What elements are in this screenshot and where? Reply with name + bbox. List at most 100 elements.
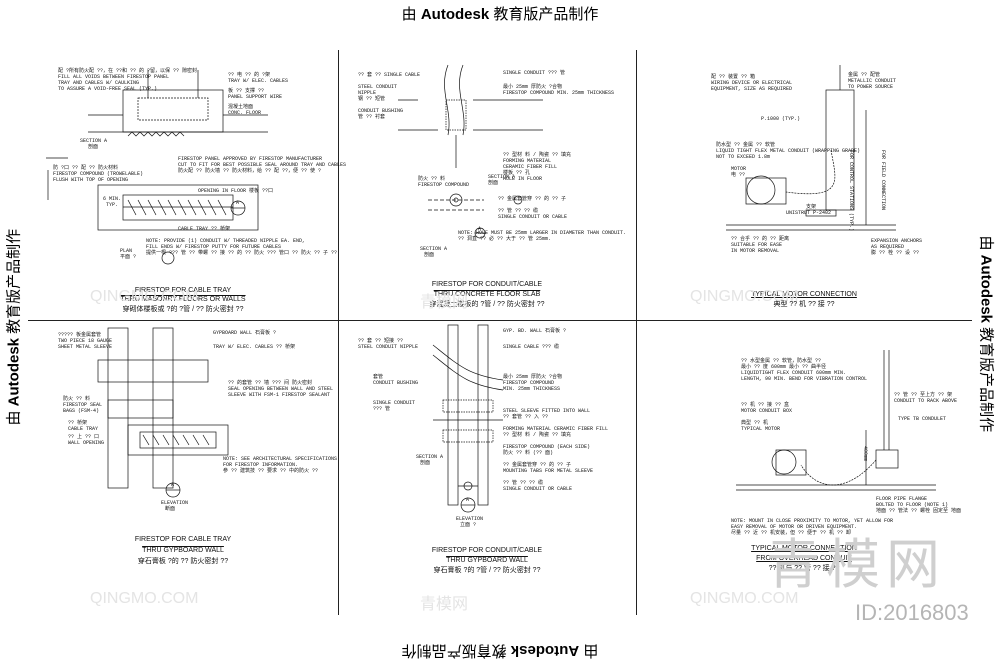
note: ?? 桥架	[68, 420, 88, 426]
note: CABLE TRAY ?? 桥架	[178, 226, 231, 232]
note: ?? 套管 ?? 入 ??	[503, 414, 549, 420]
detail-typical-motor-connection: 配 ?? 装置 ?? 箱 WIRING DEVICE OR ELECTRICAL…	[636, 50, 972, 320]
detail-subtitle: THRU CONCRETE FLOOR SLAB	[433, 291, 541, 298]
note: STEEL CONDUIT NIPPLE	[358, 344, 419, 350]
motor-connection-drawing	[726, 65, 896, 231]
detail-title: FIRESTOP FOR CABLE TRAY	[134, 287, 232, 294]
note: MOUNTING TABS FOR METAL SLEEVE	[503, 468, 594, 474]
note: 最小 ?? 度 600mm 最小 ?? 曲半径	[741, 364, 827, 370]
note: 400mm	[862, 446, 868, 462]
note: 尽量 ?? 近 ?? 机安装，但 ?? 便于 ?? 机 ?? 卸	[731, 530, 852, 536]
note: CONDUIT BUSHING	[373, 380, 419, 386]
note: 防火 ?? 料	[418, 176, 446, 182]
note: EQUIPMENT, SIZE AS REQUIRED	[711, 86, 793, 92]
note: CONDUIT TO RACK ABOVE	[894, 398, 958, 404]
note: 立面 ?	[460, 522, 477, 528]
note: TO ASSURE A VOID-FREE SEAL (TYP.)	[58, 86, 158, 92]
note: EASY REMOVAL OF MOTOR OR DRIVEN EQUIPMEN…	[731, 524, 858, 530]
autodesk-stamp-right: 由 Autodesk 教育版产品制作	[977, 235, 995, 433]
note: ?? 套 ?? 短接 ??	[358, 338, 404, 344]
note: NOTE: HOLE MUST BE 25mm LARGER IN DIAMET…	[458, 230, 627, 236]
note: MOTOR CONDUIT BOX	[741, 408, 793, 414]
note: SHEET METAL SLEEVE	[58, 344, 113, 350]
note: UNISTRUT P-2402	[786, 210, 832, 216]
note: TYP.	[106, 202, 119, 208]
detail-motor-overhead-conduit: ?? 水型金属 ?? 软管，防水型 ?? 最小 ?? 度 600mm 最小 ??…	[636, 320, 972, 615]
note: ?? 管 ?? ?? 缆	[498, 208, 539, 214]
note: 配 ?所有防火配 ??，在 ??和 ?? 的 ?留，以保 ?? 隙密封	[58, 68, 198, 74]
note: FIRESTOP COMPOUND (TROWELABLE)	[53, 171, 144, 177]
note: ELEVATION	[456, 516, 484, 522]
note: ????? 板金属套管	[58, 332, 102, 338]
detail-title-cn: ?? 机与 ?? 管 ?? 接 ??	[768, 565, 840, 572]
note: HOLE IN FLOOR	[503, 176, 543, 182]
note: BOLTED TO FLOOR (NOTE 1)	[876, 502, 949, 508]
note: LIQUID TIGHT FLEX METAL CONDUIT (WRAPPIN…	[716, 148, 861, 154]
detail-title-cn: 典型 ?? 机 ?? 接 ??	[773, 301, 835, 308]
note: TO POWER SOURCE	[848, 84, 894, 90]
note: PANEL SUPPORT WIRE	[228, 94, 283, 100]
note: GYP. BD. WALL 石膏板 ?	[503, 328, 567, 334]
note: A	[236, 200, 240, 206]
note: WALL OPENING	[68, 440, 105, 446]
watermark-brand-large: 青模网	[766, 535, 946, 595]
note: AS REQUIRED	[871, 244, 905, 250]
note: 剖面	[424, 252, 435, 258]
note: ?? 水型金属 ?? 软管，防水型 ??	[741, 358, 822, 364]
detail-title-cn: 穿混凝土楼板的 ?管 / ?? 防火密封 ??	[429, 301, 545, 308]
panel-divider	[636, 50, 637, 615]
note: SINGLE CONDUIT	[373, 400, 416, 406]
note: CUT TO FIT FOR BEST POSSIBLE SEAL AROUND…	[178, 162, 347, 168]
note: ?? 套 ?? SINGLE CABLE	[358, 72, 421, 78]
note: A	[171, 482, 175, 488]
note: 管 ?? 衬套	[358, 114, 386, 120]
note: WIRING DEVICE OR ELECTRICAL	[711, 80, 793, 86]
note: 平面 ?	[120, 254, 137, 260]
note: EXPANSION ANCHORS	[871, 238, 923, 244]
conduit-slab-drawing	[398, 64, 543, 239]
note: 6 MIN.	[103, 196, 122, 202]
watermark: QINGMO.COM	[690, 288, 799, 305]
note: LIQUIDTIGHT FLEX CONDUIT 600mm MIN.	[741, 370, 847, 376]
note: FILL ENDS W/ FIRESTOP PUTTY FOR FUTURE C…	[146, 244, 282, 250]
autodesk-stamp-top: 由 Autodesk 教育版产品制作	[401, 6, 599, 23]
note: TYPE TB CONDULET	[898, 416, 947, 422]
note: MOTOR	[731, 166, 747, 172]
note: 混凝土地面	[228, 104, 254, 110]
watermark: QINGMO.COM	[690, 590, 799, 607]
autodesk-stamp-left: 由 Autodesk 教育版产品制作	[5, 228, 23, 426]
note: SINGLE CONDUIT OR CABLE	[503, 486, 573, 492]
panel-divider	[338, 50, 339, 615]
note: TRAY W/ ELEC. CABLES ?? 桥架	[213, 344, 296, 350]
watermark: 青模网	[420, 294, 469, 311]
note: METALLIC CONDUIT	[848, 78, 897, 84]
note: FIRESTOP COMPOUND	[503, 380, 555, 386]
note: FOR FIRESTOP INFORMATION.	[223, 462, 299, 468]
note: TRAY AND CABLES W/ CAULKING	[58, 80, 140, 86]
note: SINGLE CONDUIT ??? 管	[503, 70, 566, 76]
note: TYPICAL MOTOR	[741, 426, 781, 432]
detail-subtitle: THRU GYPBOARD WALL	[446, 557, 528, 564]
note: 提供一根 ??? 管 ?? 带螺 ?? 接 ?? 的 ?? 防火 ??? 管口 …	[146, 250, 338, 256]
note: ?? 型材 料 / 陶瓷 ?? 填充	[503, 432, 572, 438]
cable-tray-wall-drawing	[97, 327, 229, 498]
note: NOTE: SEE ARCHITECTURAL SPECIFICATIONS	[223, 456, 338, 462]
note: IN MOTOR REMOVAL	[731, 248, 780, 254]
note: FLOOR PIPE FLANGE	[876, 496, 928, 502]
note: BAGS (FSM-4)	[63, 408, 100, 414]
watermark: 青模网	[420, 596, 469, 613]
note: TRAY W/ ELEC. CABLES	[228, 78, 289, 84]
note: 最小 25mm 厚防火 ?合物	[503, 84, 563, 90]
note: ?? 机 ?? 接 ?? 盒	[741, 402, 790, 408]
drawing-sheet: 配 ?所有防火配 ??，在 ??和 ?? 的 ?留，以保 ?? 隙密封 FILL…	[28, 50, 972, 615]
note: ?? 金属套管穿 ?? 的 ?? 子	[503, 462, 572, 468]
note: ??? 管	[373, 406, 391, 412]
note: CONC. FLOOR	[228, 110, 262, 116]
note: 钢 ?? 短管	[358, 96, 386, 102]
note: 配 ?? 装置 ?? 箱	[711, 74, 756, 80]
note: 典型 ?? 机	[741, 420, 769, 426]
note: SECTION A	[488, 174, 516, 180]
note: FILL ALL VOIDS BETWEEN FIRESTOP PANEL	[58, 74, 170, 80]
detail-title: FIRESTOP FOR CABLE TRAY	[134, 536, 232, 543]
watermark: QINGMO.COM	[90, 590, 199, 607]
